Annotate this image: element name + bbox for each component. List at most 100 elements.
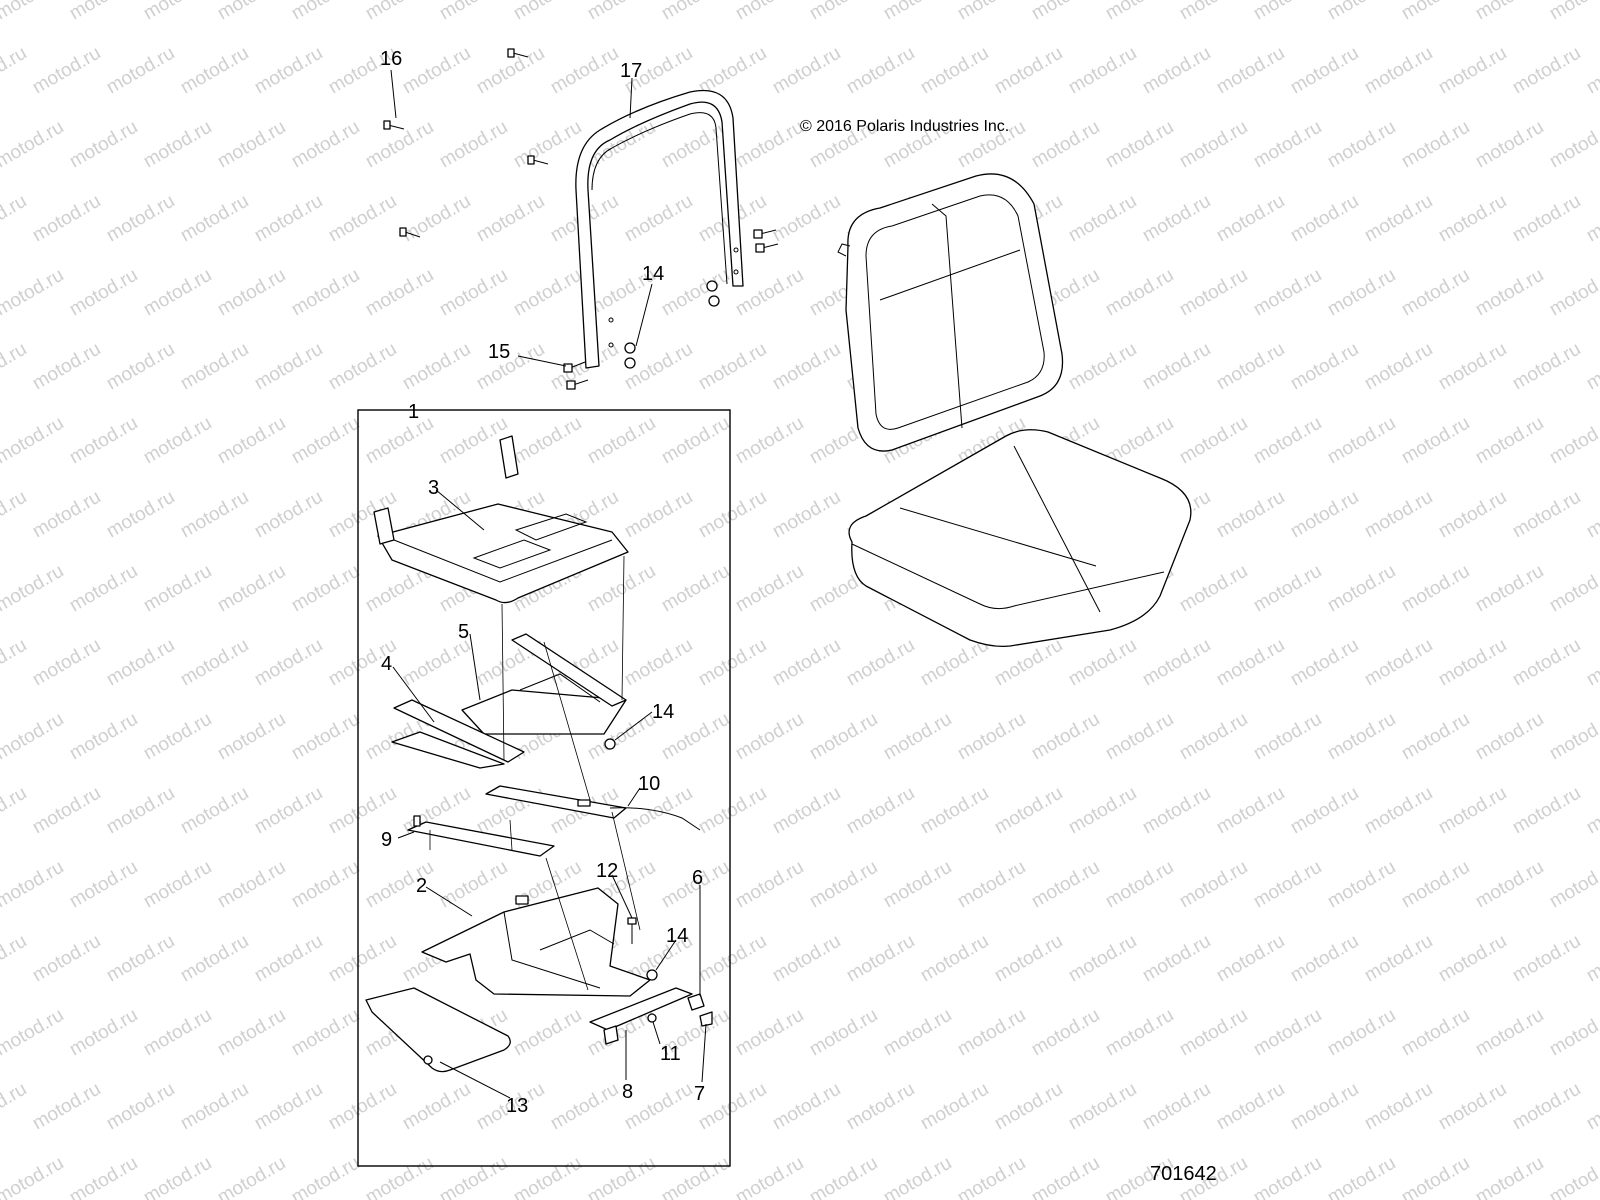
watermark-text: motod.ru — [510, 1153, 585, 1200]
watermark-text: motod.ru — [214, 857, 289, 913]
watermark-text: motod.ru — [177, 635, 252, 691]
callout-16: 16 — [380, 48, 402, 70]
watermark-text: motod.ru — [1287, 1079, 1362, 1135]
watermark-text: motod.ru — [1398, 117, 1473, 173]
watermark-text: motod.ru — [806, 857, 881, 913]
watermark-text: motod.ru — [1176, 709, 1251, 765]
watermark-text: motod.ru — [732, 117, 807, 173]
watermark-text: motod.ru — [288, 265, 363, 321]
seat-bottom-cushion — [848, 429, 1192, 648]
callouts: 16 17 14 15 1 3 5 4 14 10 9 12 6 2 14 11… — [380, 48, 705, 1117]
watermark-text: motod.ru — [66, 117, 141, 173]
watermark-text: motod.ru — [732, 857, 807, 913]
watermark-text: motod.ru — [1250, 1005, 1325, 1061]
watermark-text: motod.ru — [695, 487, 770, 543]
watermark-text: motod.ru — [880, 1153, 955, 1200]
watermark-text: motod.ru — [880, 0, 955, 24]
watermark-text: motod.ru — [103, 339, 178, 395]
watermark-text: motod.ru — [1583, 191, 1600, 247]
watermark-text: motod.ru — [214, 413, 289, 469]
watermark-text: motod.ru — [0, 931, 30, 987]
watermark-text: motod.ru — [1028, 117, 1103, 173]
watermark-text: motod.ru — [695, 783, 770, 839]
watermark-text: motod.ru — [177, 1079, 252, 1135]
watermark-text: motod.ru — [1287, 931, 1362, 987]
watermark-text: motod.ru — [0, 783, 30, 839]
watermark-text: motod.ru — [214, 1005, 289, 1061]
watermark-text: motod.ru — [1250, 561, 1325, 617]
watermark-text: motod.ru — [843, 931, 918, 987]
watermark-text: motod.ru — [1102, 709, 1177, 765]
watermark-text: motod.ru — [103, 931, 178, 987]
watermark-text: motod.ru — [1065, 191, 1140, 247]
watermark-text: motod.ru — [1472, 265, 1547, 321]
watermark-text: motod.ru — [1213, 191, 1288, 247]
watermark-text: motod.ru — [732, 1153, 807, 1200]
watermark-text: motod.ru — [1250, 413, 1325, 469]
watermark-text: motod.ru — [177, 783, 252, 839]
watermark-text: motod.ru — [1546, 709, 1600, 765]
watermark-text: motod.ru — [1472, 561, 1547, 617]
watermark-text: motod.ru — [1361, 487, 1436, 543]
callout-10: 10 — [638, 773, 660, 795]
watermark-text: motod.ru — [1398, 709, 1473, 765]
watermark-text: motod.ru — [1435, 191, 1510, 247]
watermark-text: motod.ru — [1213, 487, 1288, 543]
watermark-text: motod.ru — [140, 117, 215, 173]
watermark-text: motod.ru — [769, 931, 844, 987]
watermark-text: motod.ru — [103, 487, 178, 543]
watermark-text: motod.ru — [1102, 117, 1177, 173]
watermark-text: motod.ru — [29, 191, 104, 247]
watermark-text: motod.ru — [288, 117, 363, 173]
watermark-text: motod.ru — [1324, 0, 1399, 24]
watermark-text: motod.ru — [1065, 43, 1140, 99]
watermark-text: motod.ru — [0, 1005, 67, 1061]
watermark-text: motod.ru — [584, 561, 659, 617]
watermark-text: motod.ru — [1176, 265, 1251, 321]
watermark-text: motod.ru — [1287, 43, 1362, 99]
watermark-text: motod.ru — [140, 265, 215, 321]
watermark-text: motod.ru — [1028, 857, 1103, 913]
watermark-text: motod.ru — [1435, 931, 1510, 987]
assembly-guide-lines — [429, 555, 641, 991]
watermark-text: motod.ru — [806, 1005, 881, 1061]
watermark-text: motod.ru — [1398, 561, 1473, 617]
watermark-text: motod.ru — [1583, 487, 1600, 543]
watermark-text: motod.ru — [1213, 635, 1288, 691]
watermark-text: motod.ru — [1324, 265, 1399, 321]
watermark-text: motod.ru — [1472, 857, 1547, 913]
watermark-text: motod.ru — [103, 43, 178, 99]
watermark-text: motod.ru — [140, 1153, 215, 1200]
watermark-text: motod.ru — [917, 783, 992, 839]
callout-14-middle: 14 — [652, 701, 674, 723]
watermark-text: motod.ru — [547, 43, 622, 99]
callout-3: 3 — [428, 477, 439, 499]
watermark-text: motod.ru — [66, 1153, 141, 1200]
watermark-text: motod.ru — [0, 0, 67, 24]
part-7-clip — [699, 1011, 713, 1027]
watermark-text: motod.ru — [1546, 561, 1600, 617]
watermark-text: motod.ru — [1065, 931, 1140, 987]
watermark-text: motod.ru — [1435, 487, 1510, 543]
watermark-text: motod.ru — [843, 43, 918, 99]
watermark-text: motod.ru — [325, 1079, 400, 1135]
watermark-text: motod.ru — [214, 561, 289, 617]
watermark-text: motod.ru — [1435, 1079, 1510, 1135]
watermark-text: motod.ru — [1398, 413, 1473, 469]
watermark-text: motod.ru — [732, 413, 807, 469]
watermark-text: motod.ru — [66, 265, 141, 321]
watermark-text: motod.ru — [140, 709, 215, 765]
watermark-text: motod.ru — [1065, 635, 1140, 691]
watermark-text: motod.ru — [1102, 857, 1177, 913]
watermark-text: motod.ru — [510, 265, 585, 321]
watermark-text: motod.ru — [1324, 413, 1399, 469]
watermark-text: motod.ru — [880, 1005, 955, 1061]
watermark-text: motod.ru — [214, 1153, 289, 1200]
watermark-text: motod.ru — [1361, 43, 1436, 99]
watermark-text: motod.ru — [29, 931, 104, 987]
watermark-text: motod.ru — [103, 1079, 178, 1135]
watermark-text: motod.ru — [29, 1079, 104, 1135]
watermark-text: motod.ru — [1361, 339, 1436, 395]
watermark-text: motod.ru — [695, 931, 770, 987]
